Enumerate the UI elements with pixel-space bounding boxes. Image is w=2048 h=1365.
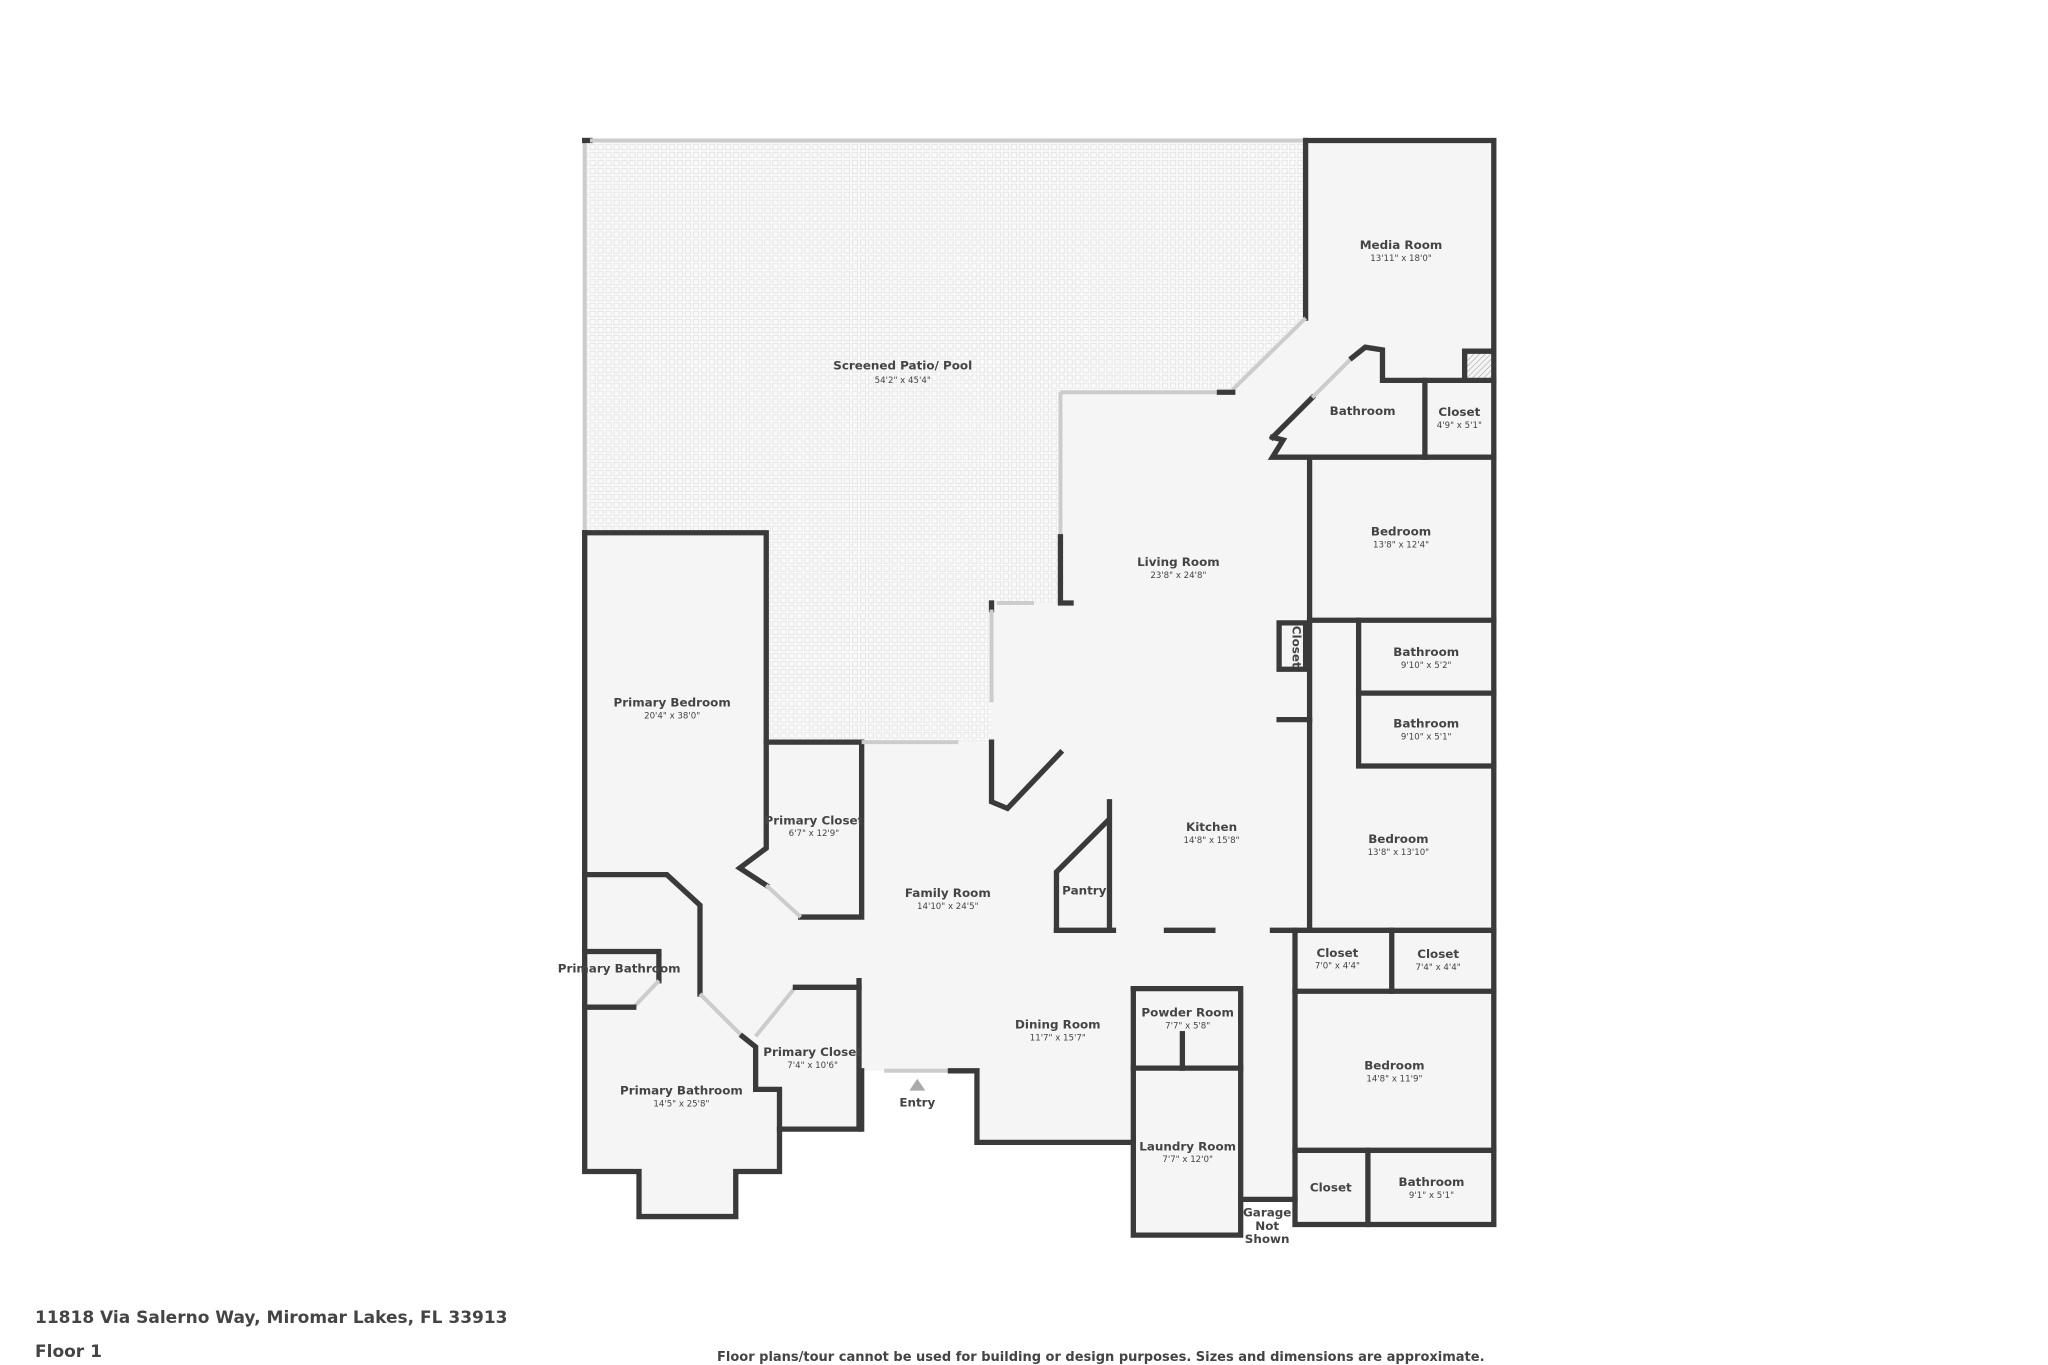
room-dims: 20'4" x 38'0" (644, 711, 700, 721)
garage-label-line2: Not (1255, 1219, 1279, 1233)
room-primary-closet-2[interactable]: Primary Closet 7'4" x 10'6" (763, 1045, 862, 1071)
room-living-room[interactable]: Living Room 23'8" x 24'8" (1137, 555, 1220, 581)
room-name: Laundry Room (1139, 1139, 1236, 1153)
hatched-chase (1467, 353, 1492, 381)
room-primary-bathroom-small[interactable]: Primary Bathroom (558, 962, 681, 976)
room-dims: 14'10" x 24'5" (917, 902, 979, 912)
garage-label-line3: Shown (1245, 1232, 1290, 1246)
room-name: Closet (1316, 946, 1358, 960)
room-name: Closet (1310, 1180, 1352, 1194)
floor-fills (584, 140, 1494, 1236)
entry-arrow-icon (909, 1078, 926, 1091)
room-name: Primary Closet (763, 1045, 862, 1059)
room-name: Powder Room (1141, 1005, 1233, 1019)
interior-floor (584, 140, 1494, 1236)
room-labels: Screened Patio/ Pool 54'2" x 45'4" Media … (558, 238, 1482, 1246)
room-name: Pantry (1062, 884, 1106, 898)
room-name: Family Room (905, 886, 991, 900)
walls (582, 137, 1497, 1238)
room-dims: 7'0" x 4'4" (1315, 962, 1360, 972)
entry-label: Entry (899, 1096, 935, 1110)
room-bedroom-3[interactable]: Bedroom 14'8" x 11'9" (1364, 1058, 1424, 1084)
room-dims: 6'7" x 12'9" (789, 829, 840, 839)
room-name: Primary Bedroom (614, 695, 731, 709)
room-primary-closet-1[interactable]: Primary Closet 6'7" x 12'9" (765, 813, 864, 839)
room-name: Closet (1417, 947, 1459, 961)
room-closet-b[interactable]: Closet 7'4" x 4'4" (1416, 947, 1461, 973)
room-name: Bathroom (1393, 717, 1459, 731)
room-name: Bedroom (1371, 524, 1431, 538)
room-dims: 9'10" x 5'2" (1401, 661, 1452, 671)
room-name: Kitchen (1186, 820, 1237, 834)
room-name: Primary Closet (765, 813, 864, 827)
room-name: Screened Patio/ Pool (833, 359, 972, 373)
room-pantry[interactable]: Pantry (1062, 884, 1106, 898)
room-dims: 7'7" x 12'0" (1162, 1155, 1213, 1165)
property-address: 11818 Via Salerno Way, Miromar Lakes, FL… (35, 1308, 508, 1328)
garage-label-line1: Garage (1243, 1206, 1291, 1220)
room-dims: 14'5" x 25'8" (653, 1100, 709, 1110)
room-dining-room[interactable]: Dining Room 11'7" x 15'7" (1015, 1017, 1101, 1043)
room-dims: 54'2" x 45'4" (875, 376, 931, 386)
room-laundry-room[interactable]: Laundry Room 7'7" x 12'0" (1139, 1139, 1236, 1165)
room-closet-media[interactable]: Closet 4'9" x 5'1" (1437, 405, 1482, 431)
room-dims: 7'4" x 4'4" (1416, 963, 1461, 973)
room-name: Bedroom (1364, 1058, 1424, 1072)
room-primary-bedroom[interactable]: Primary Bedroom 20'4" x 38'0" (614, 695, 731, 721)
room-name: Dining Room (1015, 1017, 1101, 1031)
room-bathroom-4[interactable]: Bathroom 9'1" x 5'1" (1399, 1175, 1465, 1201)
room-screened-patio[interactable]: Screened Patio/ Pool 54'2" x 45'4" (833, 359, 972, 386)
room-dims: 23'8" x 24'8" (1150, 571, 1206, 581)
room-bedroom-1[interactable]: Bedroom 13'8" x 12'4" (1371, 524, 1431, 550)
room-name: Closet (1289, 626, 1303, 668)
floor-label: Floor 1 (35, 1342, 102, 1362)
room-powder-room[interactable]: Powder Room 7'7" x 5'8" (1141, 1005, 1233, 1031)
room-dims: 13'8" x 13'10" (1368, 848, 1430, 858)
room-closet-c[interactable]: Closet (1310, 1180, 1352, 1194)
room-dims: 13'11" x 18'0" (1370, 254, 1432, 264)
room-primary-bathroom[interactable]: Primary Bathroom 14'5" x 25'8" (620, 1084, 743, 1110)
room-name: Living Room (1137, 555, 1220, 569)
room-dims: 9'1" x 5'1" (1409, 1191, 1454, 1201)
room-closet-hall[interactable]: Closet (1289, 626, 1303, 668)
room-name: Media Room (1360, 238, 1443, 252)
room-name: Bathroom (1393, 645, 1459, 659)
room-name: Bedroom (1368, 832, 1428, 846)
room-dims: 14'8" x 11'9" (1366, 1074, 1422, 1084)
patio-floor (584, 140, 1306, 743)
room-dims: 13'8" x 12'4" (1373, 540, 1429, 550)
room-dims: 7'7" x 5'8" (1165, 1021, 1210, 1031)
room-family-room[interactable]: Family Room 14'10" x 24'5" (905, 886, 991, 912)
room-name: Primary Bathroom (558, 962, 681, 976)
room-name: Bathroom (1330, 404, 1396, 418)
room-bedroom-2[interactable]: Bedroom 13'8" x 13'10" (1368, 832, 1430, 858)
room-bathroom-2[interactable]: Bathroom 9'10" x 5'2" (1393, 645, 1459, 671)
room-media-room[interactable]: Media Room 13'11" x 18'0" (1360, 238, 1443, 264)
room-name: Bathroom (1399, 1175, 1465, 1189)
room-closet-a[interactable]: Closet 7'0" x 4'4" (1315, 946, 1360, 972)
room-name: Primary Bathroom (620, 1084, 743, 1098)
room-name: Closet (1438, 405, 1480, 419)
room-bathroom-media[interactable]: Bathroom (1330, 404, 1396, 418)
room-dims: 4'9" x 5'1" (1437, 421, 1482, 431)
room-dims: 11'7" x 15'7" (1030, 1033, 1086, 1043)
disclaimer: Floor plans/tour cannot be used for buil… (717, 1350, 1485, 1365)
room-dims: 14'8" x 15'8" (1183, 836, 1239, 846)
room-kitchen[interactable]: Kitchen 14'8" x 15'8" (1183, 820, 1239, 846)
room-dims: 7'4" x 10'6" (787, 1061, 838, 1071)
room-dims: 9'10" x 5'1" (1401, 732, 1452, 742)
